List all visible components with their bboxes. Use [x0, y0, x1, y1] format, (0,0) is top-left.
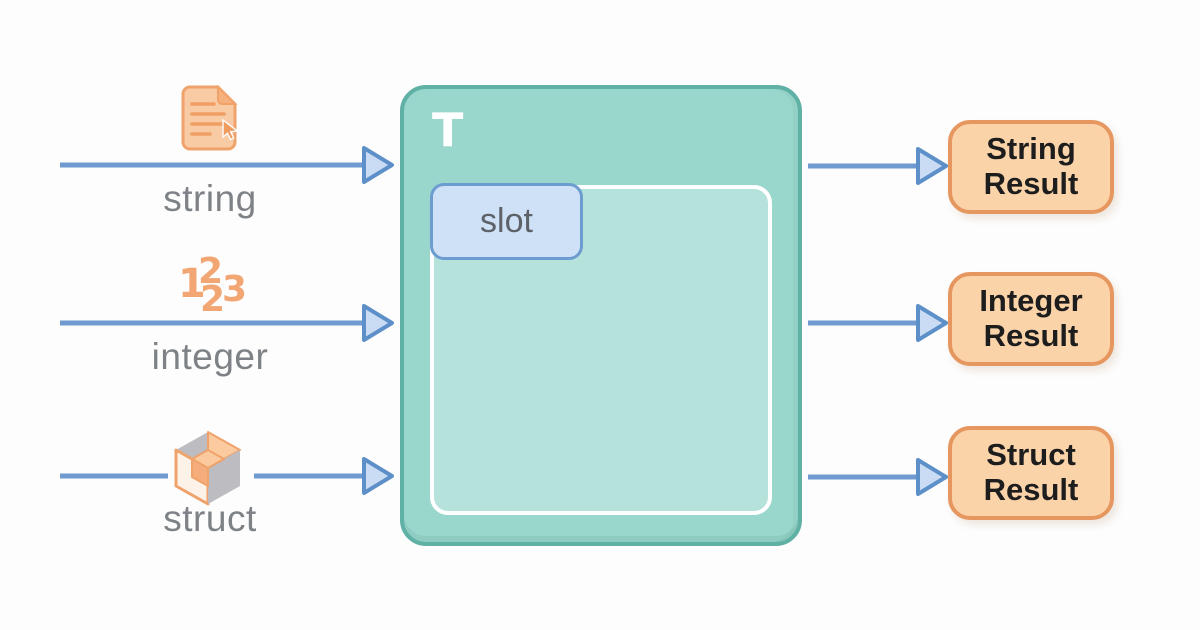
output-arrow-string	[808, 147, 948, 185]
input-arrow-integer	[60, 304, 394, 342]
result-box-struct: Struct Result	[948, 426, 1114, 520]
digit-1: 1	[178, 261, 206, 307]
result-integer-line2: Result	[983, 318, 1079, 353]
input-label-struct: struct	[163, 498, 257, 539]
digit-2-bottom: 2	[200, 279, 226, 320]
digit-2-top: 2	[198, 251, 224, 292]
type-parameter-label: T	[432, 103, 464, 157]
result-integer-line1: Integer	[979, 283, 1083, 319]
result-struct-line2: Result	[983, 472, 1079, 507]
input-arrow-string	[60, 146, 394, 184]
output-arrow-integer	[808, 304, 948, 342]
digit-3: 3	[222, 269, 248, 310]
result-box-integer: Integer Result	[948, 272, 1114, 366]
generic-container-box: T slot	[400, 85, 802, 546]
slot-tab: slot	[430, 183, 583, 260]
input-label-integer: integer	[151, 336, 269, 377]
package-cube-icon	[174, 431, 241, 506]
result-struct-line1: Struct	[986, 437, 1076, 473]
numbers-123-icon: 1 2 2 3	[178, 254, 268, 318]
input-arrow-struct	[60, 457, 394, 495]
document-cursor-icon	[181, 84, 240, 151]
result-box-string: String Result	[948, 120, 1114, 214]
result-string-line1: String	[986, 131, 1076, 167]
output-arrow-struct	[808, 458, 948, 496]
slot-label: slot	[480, 202, 533, 240]
input-label-string: string	[163, 178, 257, 219]
result-string-line2: Result	[983, 166, 1079, 201]
